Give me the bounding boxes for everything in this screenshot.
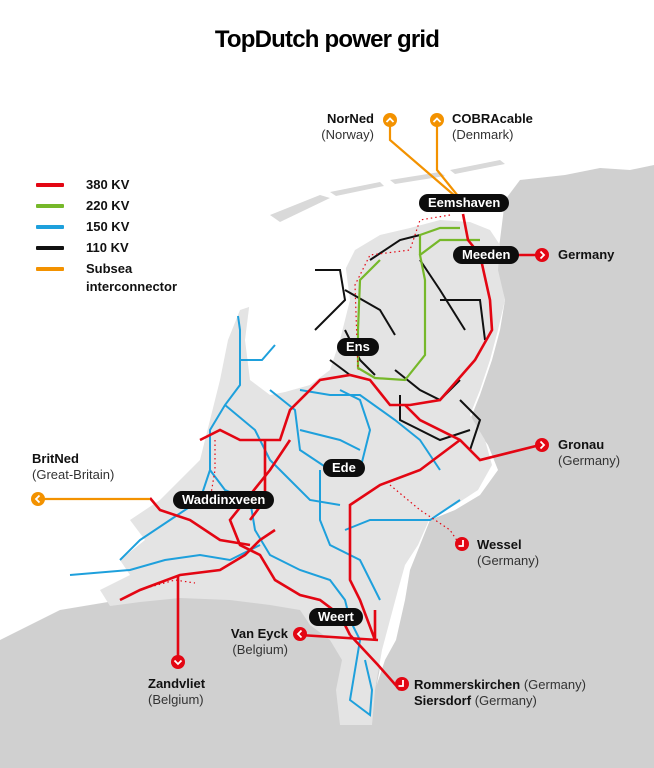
label-zandvliet: Zandvliet (Belgium) bbox=[148, 676, 206, 707]
lines-150kv bbox=[69, 315, 461, 717]
label-wessel: Wessel (Germany) bbox=[477, 537, 540, 568]
legend-item-220kv: 220 KV bbox=[36, 197, 206, 218]
van-eyck-icon[interactable] bbox=[293, 627, 307, 641]
legend-swatch-380kv bbox=[36, 183, 64, 187]
label-britned: BritNed (Great-Britain) bbox=[32, 451, 115, 482]
legend-swatch-220kv bbox=[36, 204, 64, 208]
lines-380kv bbox=[119, 213, 541, 691]
station-weert[interactable]: Weert bbox=[309, 608, 363, 626]
legend-swatch-110kv bbox=[36, 246, 64, 250]
legend-item-subsea: Subsea interconnector bbox=[36, 260, 206, 296]
legend-item-110kv: 110 KV bbox=[36, 239, 206, 260]
label-van-eyck: Van Eyck (Belgium) bbox=[230, 626, 288, 657]
station-ens[interactable]: Ens bbox=[337, 338, 379, 356]
label-rommerskirchen: Rommerskirchen (Germany) bbox=[414, 677, 586, 692]
legend-item-380kv: 380 KV bbox=[36, 176, 206, 197]
belgium-land bbox=[0, 590, 380, 768]
legend-swatch-subsea bbox=[36, 267, 64, 271]
wessel-icon[interactable] bbox=[455, 537, 469, 551]
station-ede[interactable]: Ede bbox=[323, 459, 365, 477]
netherlands-land bbox=[100, 220, 505, 725]
lines-220kv bbox=[356, 226, 480, 382]
station-eemshaven[interactable]: Eemshaven bbox=[419, 194, 510, 212]
page-title: TopDutch power grid bbox=[214, 26, 440, 53]
station-meeden[interactable]: Meeden bbox=[453, 246, 520, 264]
britned-icon[interactable] bbox=[31, 492, 45, 506]
lines-planned bbox=[149, 214, 461, 588]
cobracable-icon[interactable] bbox=[430, 113, 444, 127]
legend-item-150kv: 150 KV bbox=[36, 218, 206, 239]
zandvliet-icon[interactable] bbox=[171, 655, 185, 669]
label-gronau: Gronau (Germany) bbox=[558, 437, 621, 468]
wadden-islands bbox=[270, 160, 505, 222]
rommerskirchen-icon[interactable] bbox=[395, 677, 409, 691]
gronau-icon[interactable] bbox=[535, 438, 549, 452]
label-germany-meeden: Germany bbox=[558, 247, 615, 262]
lines-subsea bbox=[40, 126, 459, 501]
legend-swatch-150kv bbox=[36, 225, 64, 229]
station-waddinxveen[interactable]: Waddinxveen bbox=[173, 491, 275, 509]
label-siersdorf: Siersdorf (Germany) bbox=[414, 693, 537, 708]
ijsselmeer bbox=[245, 262, 350, 395]
legend: 380 KV 220 KV 150 KV 110 KV Subsea inter… bbox=[36, 176, 206, 296]
norned-icon[interactable] bbox=[383, 113, 397, 127]
label-norned: NorNed (Norway) bbox=[321, 111, 374, 142]
neighbor-land bbox=[0, 165, 654, 768]
germany-meeden-icon[interactable] bbox=[535, 248, 549, 262]
label-cobracable: COBRAcable (Denmark) bbox=[452, 111, 533, 142]
